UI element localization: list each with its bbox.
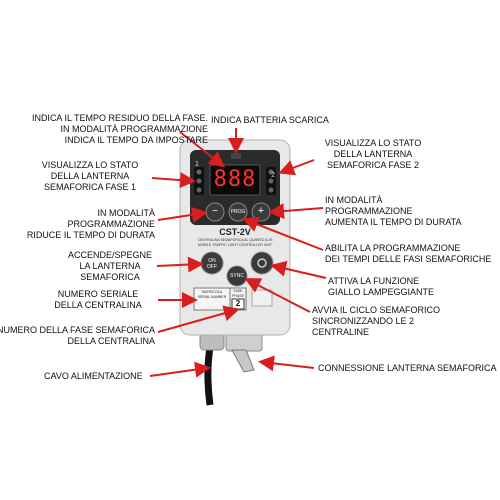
label-batteria: INDICA BATTERIA SCARICA <box>211 115 329 125</box>
label-sync: AVVIA IL CICLO SEMAFORICO SINCRONIZZANDO… <box>312 305 441 337</box>
label-cavo: CAVO ALIMENTAZIONE <box>44 371 143 381</box>
sync-label: SYNC <box>230 273 244 279</box>
sync-button[interactable] <box>226 265 248 287</box>
arrow-giallo <box>270 260 327 279</box>
serial-label: MATRICOLA SERIAL NUMBER <box>197 290 227 299</box>
phase-label: FASE PHASE <box>232 289 244 298</box>
arrow-aumenta <box>268 203 324 220</box>
label-aumenta: IN MODALITÀ PROGRAMMAZIONE AUMENTA IL TE… <box>325 195 462 227</box>
label-accende: ACCENDE/SPEGNE LA LANTERNA SEMAFORICA <box>67 250 153 282</box>
label-riduce: IN MODALITÀ PROGRAMMAZIONE RIDUCE IL TEM… <box>26 208 155 240</box>
arrow-accende <box>156 256 204 273</box>
flash-button[interactable] <box>250 251 274 275</box>
phase1-label: 1 <box>195 161 199 168</box>
battery-indicator <box>231 153 241 159</box>
onoff-label: ON OFF <box>207 258 217 270</box>
label-connessione: CONNESSIONE LANTERNA SEMAFORICA <box>318 363 497 373</box>
display-value: 888 <box>213 167 257 192</box>
prog-label: PROG <box>230 209 246 215</box>
label-tempo-residuo: INDICA IL TEMPO RESIDUO DELLA FASE. IN M… <box>31 113 208 145</box>
label-giallo: ATTIVA LA FUNZIONE GIALLO LAMPEGGIANTE <box>328 276 435 297</box>
label-seriale: NUMERO SERIALE DELLA CENTRALINA <box>54 289 142 310</box>
led-display <box>209 164 261 196</box>
plus-label: + <box>257 205 265 217</box>
arrow-abilita <box>242 216 324 251</box>
phase-value: 2 <box>235 299 241 308</box>
connector-plug <box>231 349 255 373</box>
minus-label: − <box>212 206 218 217</box>
label-fase-num: NUMERO DELLA FASE SEMAFORICA DELLA CENTR… <box>0 325 155 346</box>
model-name: CST-2V <box>219 227 251 237</box>
label-stato-fase2: VISUALIZZA LO STATO DELLA LANTERNA SEMAF… <box>324 138 422 170</box>
label-stato-fase1: VISUALIZZA LO STATO DELLA LANTERNA SEMAF… <box>41 160 139 192</box>
arrow-sync <box>244 278 311 313</box>
ce-mark <box>251 289 273 307</box>
prog-button[interactable] <box>228 202 248 222</box>
arrow-cavo <box>149 361 211 378</box>
model-subtitle: CENTRALINA SEMAFORICA AL QUARZO A 2S MOB… <box>197 238 273 247</box>
arrow-fase2 <box>278 159 315 176</box>
label-abilita: ABILITA LA PROGRAMMAZIONE DEI TEMPI DELL… <box>325 243 492 264</box>
arrow-riduce <box>157 206 208 223</box>
arrow-connessione <box>258 355 315 372</box>
phase2-label: 2 <box>271 172 275 179</box>
flash-icon <box>257 258 267 268</box>
arrow-fase1 <box>151 172 196 189</box>
arrow-fase-num <box>157 305 240 333</box>
arrow-tempo <box>179 131 226 168</box>
